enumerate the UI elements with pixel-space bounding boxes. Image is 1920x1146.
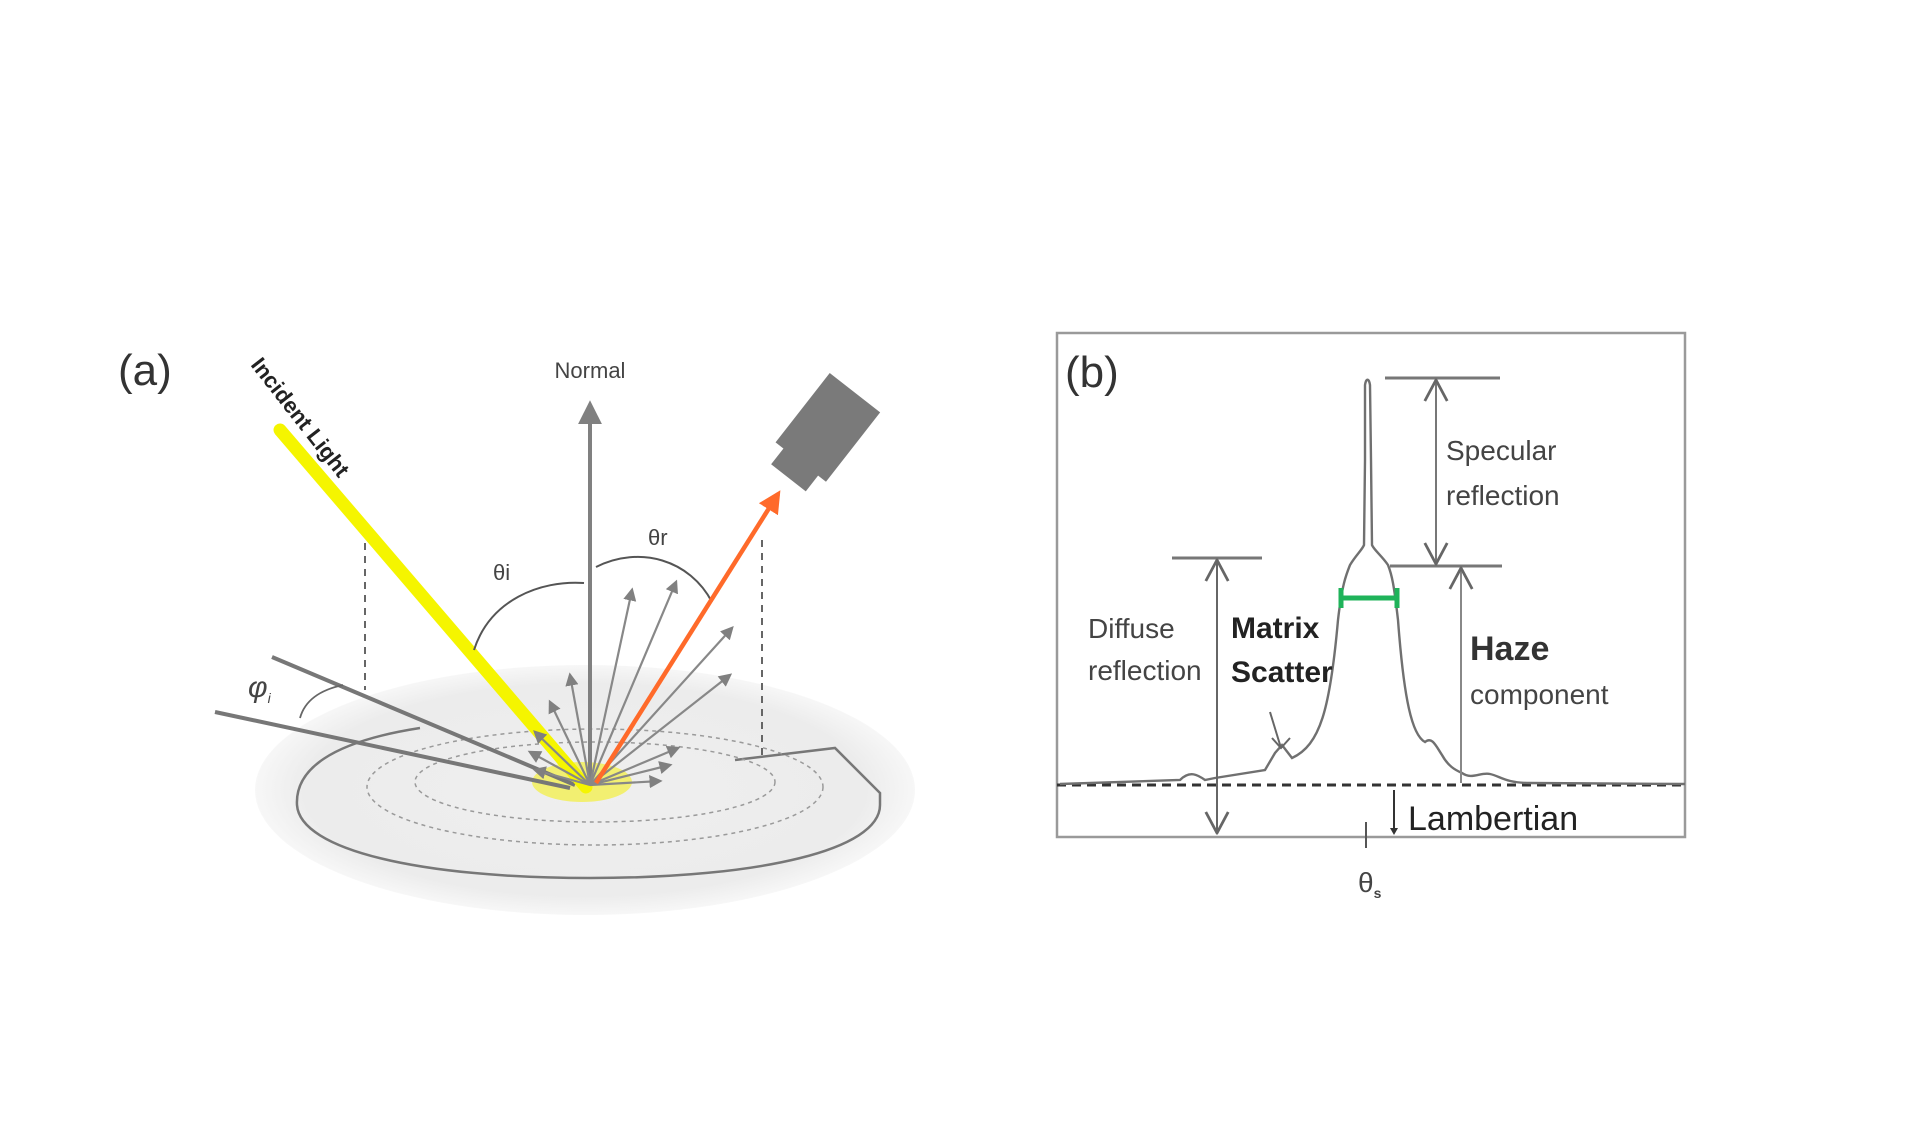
scatter-ray — [565, 672, 592, 786]
lambertian-label: Lambertian — [1408, 800, 1578, 838]
scatter-ray — [527, 750, 591, 786]
specular-reflected-beam — [594, 490, 781, 785]
matrix-pointer-head — [1271, 737, 1291, 750]
detector-lens — [771, 446, 820, 492]
theta-r-arc — [595, 555, 713, 603]
azimuth-line-lower — [214, 710, 571, 790]
matrix-label-line1: Matrix — [1231, 612, 1320, 645]
scatter-ray — [533, 730, 591, 786]
dotted-ring-outer — [366, 728, 824, 846]
scattered-rays — [527, 579, 734, 789]
matrix-pointer — [1269, 711, 1282, 749]
phi-i-label: φi — [248, 671, 272, 706]
panel-b-label: (b) — [1065, 348, 1119, 397]
detector — [771, 373, 881, 492]
diffuse-label-line2: reflection — [1088, 655, 1202, 686]
panel-a-label: (a) — [118, 346, 172, 395]
scatter-ray — [588, 587, 637, 786]
theta-i-arc — [473, 581, 585, 651]
scatter-ray — [532, 766, 591, 787]
azimuth-line-upper — [271, 655, 576, 787]
normal-label: Normal — [555, 358, 626, 383]
scatter-ray — [589, 673, 733, 786]
theta-i-label: θi — [493, 560, 510, 585]
fwhm-marker — [1338, 588, 1400, 608]
diffuse-label-line1: Diffuse — [1088, 613, 1175, 644]
panel-b: (b) Specular reflection Haze component D… — [1055, 331, 1687, 901]
scatter-ray — [588, 579, 678, 786]
detector-body — [775, 373, 881, 482]
matrix-label-line2: Scatter — [1231, 656, 1333, 689]
scatter-ray — [548, 699, 591, 786]
specular-label-line1: Specular — [1446, 435, 1557, 466]
haze-label-line1: Haze — [1470, 630, 1549, 668]
incident-light-beam — [273, 423, 593, 794]
scatter-ray — [589, 775, 663, 789]
scatter-ray — [589, 761, 673, 787]
panel-a: (a) φi Incident Light Normal θi θr — [118, 346, 915, 915]
specular-label-line2: reflection — [1446, 480, 1560, 511]
haze-label-line2: component — [1470, 679, 1609, 710]
sample-disk — [295, 726, 882, 880]
bsdf-curve — [1059, 378, 1686, 786]
phi-arc — [299, 684, 344, 719]
dotted-ring-inner — [414, 741, 776, 823]
theta-r-label: θr — [648, 525, 668, 550]
theta-s-label: θs — [1358, 867, 1382, 901]
lambertian-arrowhead — [1390, 828, 1398, 835]
scatter-ray — [589, 746, 681, 787]
